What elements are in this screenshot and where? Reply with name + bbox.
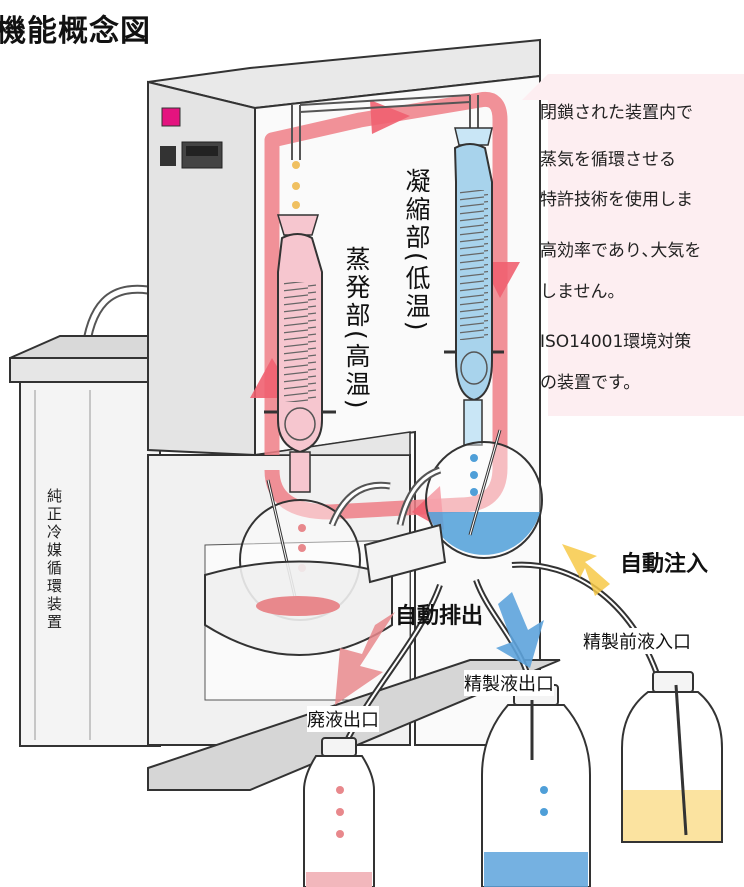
valve-block xyxy=(328,466,447,584)
condenser-label: 凝縮部(低温) xyxy=(402,168,431,334)
inlet-bottle xyxy=(621,671,723,843)
indicator-lamp xyxy=(161,107,181,127)
note-line: 高効率であり､大気を xyxy=(540,241,702,261)
auto-discharge-label: 自動排出 xyxy=(395,604,484,629)
refined-outlet-label: 精製液出口 xyxy=(464,670,554,696)
note-line: ISO14001環境対策 xyxy=(540,332,692,352)
auto-inject-label: 自動注入 xyxy=(620,552,709,577)
steam-arrow xyxy=(264,91,508,520)
evaporator-assembly xyxy=(204,105,393,656)
refined-flow-arrow xyxy=(496,592,544,668)
description-panel xyxy=(522,74,744,416)
note-line: 閉鎖された装置内で xyxy=(540,103,693,123)
waste-outlet-label: 廃液出口 xyxy=(307,706,379,732)
note-line: 特許技術を使用しま xyxy=(540,190,693,210)
pre-refined-inlet-label: 精製前液入口 xyxy=(583,628,691,654)
note-line: 蒸気を循環させる xyxy=(540,150,676,170)
coolant-unit xyxy=(9,284,206,747)
coolant-device-label: 純正冷媒循環装置 xyxy=(45,488,63,632)
panel-fold xyxy=(522,74,548,100)
note-line: しません。 xyxy=(540,282,625,302)
page-title: 機能概念図 xyxy=(0,14,151,49)
note-line: の装置です。 xyxy=(540,373,641,393)
inject-flow-arrow xyxy=(562,544,610,596)
condenser-assembly xyxy=(299,94,543,559)
waste-bottle xyxy=(303,737,375,887)
evaporator-label: 蒸発部(高温) xyxy=(342,246,371,412)
waste-flow-arrow xyxy=(335,612,395,705)
